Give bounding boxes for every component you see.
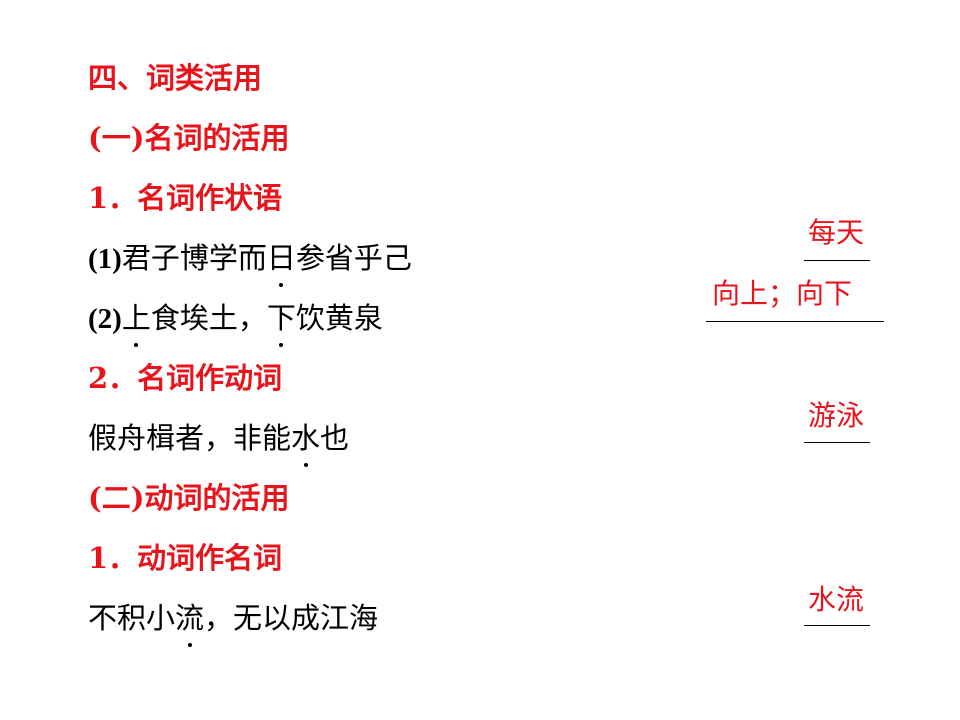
example-4-dotted-char: 流: [175, 598, 204, 647]
answer-1-underline: [804, 260, 870, 261]
example-2-dotted-char-1: 上: [122, 298, 151, 347]
answer-4: 水流: [808, 583, 865, 616]
example-1: (1)君子博学而日参省乎己: [88, 238, 412, 287]
example-1-dotted-char: 日: [267, 238, 296, 287]
example-1-text-pre: 君子博学而: [121, 241, 267, 275]
example-3: 假舟楫者，非能水也: [88, 418, 350, 467]
example-3-text-pre: 假舟楫者，非能: [88, 421, 292, 455]
subheading-noun-usage: (一)名词的活用: [88, 121, 290, 155]
example-2-text-post: 饮黄泉: [295, 301, 383, 335]
example-3-text-post: 也: [320, 421, 350, 455]
example-4: 不积小流，无以成江海: [88, 598, 379, 647]
answer-1: 每天: [808, 216, 865, 249]
answer-2-underline: [706, 321, 884, 322]
answer-3-underline: [804, 442, 870, 443]
example-2-number: (2): [88, 303, 122, 335]
answer-2: 向上；向下: [712, 277, 853, 310]
subheading-verb-usage: (二)动词的活用: [88, 481, 290, 515]
item-noun-as-verb: 2．名词作动词: [88, 361, 283, 395]
example-2: (2)上食埃土，下饮黄泉: [88, 298, 383, 347]
item-verb-as-noun: 1．动词作名词: [88, 541, 283, 575]
answer-4-underline: [804, 625, 870, 626]
example-1-text-post: 参省乎己: [295, 241, 412, 275]
heading-word-class: 四、词类活用: [88, 61, 263, 95]
answer-3: 游泳: [808, 399, 865, 432]
example-2-dotted-char-2: 下: [267, 298, 296, 347]
item-noun-as-adverbial: 1．名词作状语: [88, 181, 283, 215]
example-2-text-mid: 食埃土，: [150, 301, 267, 335]
example-3-dotted-char: 水: [291, 418, 320, 467]
example-4-text-post: ，无以成江海: [204, 601, 379, 635]
example-1-number: (1): [88, 243, 122, 275]
example-4-text-pre: 不积小: [88, 601, 176, 635]
